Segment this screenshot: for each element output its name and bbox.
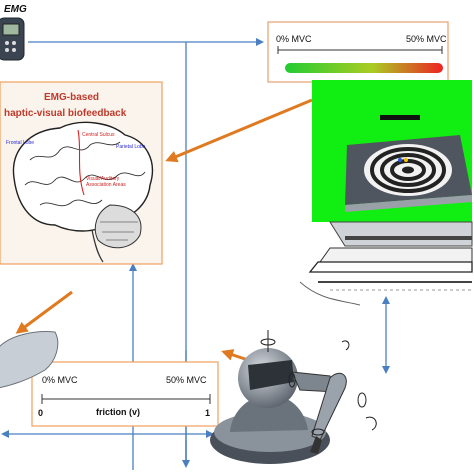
- arrow-haptic-to-friction: [221, 349, 249, 362]
- emg-device-icon: [0, 17, 25, 61]
- monitor-illustration: [299, 80, 473, 306]
- brain-label-parietal-lobe: Parietal Lobe: [116, 144, 146, 150]
- brain-illustration: [12, 121, 154, 263]
- rotation-arrow-icons: [260, 330, 377, 436]
- haptic-device-illustration: [210, 348, 347, 464]
- biofeedback-title-line1: EMG-based: [44, 92, 100, 103]
- friction-panel: [31, 361, 219, 427]
- brain-label-association-areas: Visual/Auditory Association Areas: [86, 176, 126, 188]
- mvc-min-label: 0% MVC: [276, 34, 312, 44]
- friction-max-mvc-label: 50% MVC: [166, 375, 207, 385]
- arrow-panel-to-arm: [15, 290, 73, 334]
- brain-label-frontal-lobe: Frontal Lobe: [6, 140, 35, 146]
- friction-axis-label: friction (v): [96, 407, 140, 417]
- friction-scale-min: 0: [38, 408, 44, 418]
- brain-label-central-sulcus: Central Sulcus: [82, 132, 115, 138]
- arm-illustration: [0, 331, 59, 389]
- friction-min-mvc-label: 0% MVC: [42, 375, 78, 385]
- mvc-gradient-bar: [285, 63, 443, 73]
- biofeedback-title-line2: haptic-visual biofeedback: [4, 108, 127, 119]
- arrow-screen-to-panel: [165, 98, 313, 163]
- emg-device-label: EMG: [4, 4, 27, 15]
- mvc-max-label: 50% MVC: [406, 34, 447, 44]
- friction-scale-max: 1: [205, 408, 211, 418]
